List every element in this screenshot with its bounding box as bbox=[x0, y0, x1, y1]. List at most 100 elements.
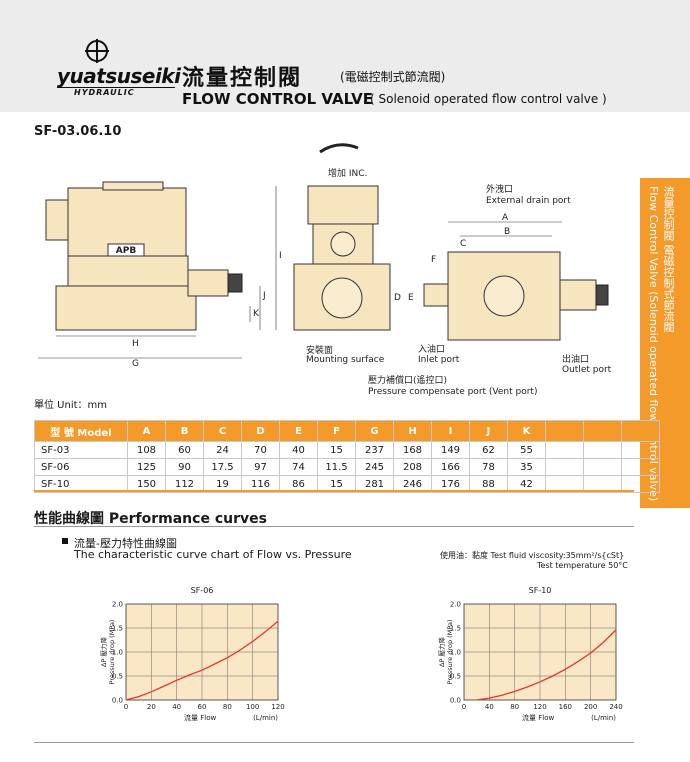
table-cell: 15 bbox=[317, 475, 356, 493]
x-tick-label: 80 bbox=[510, 703, 519, 711]
external-drain-en: External drain port bbox=[486, 196, 571, 206]
x-axis-unit: (L/min) bbox=[591, 714, 616, 722]
performance-rule bbox=[34, 526, 634, 527]
table-bottom-rule bbox=[34, 490, 634, 492]
table-cell: 86 bbox=[279, 475, 318, 493]
y-tick-label: 1.5 bbox=[450, 625, 461, 633]
x-tick-label: 240 bbox=[609, 703, 622, 711]
table-cell bbox=[621, 441, 660, 459]
table-header-cell bbox=[621, 420, 660, 442]
inlet-port-cn: 入油口 bbox=[418, 343, 445, 355]
performance-subtitle-en: The characteristic curve chart of Flow v… bbox=[74, 548, 352, 561]
table-cell: 60 bbox=[165, 441, 204, 459]
table-cell: 245 bbox=[355, 458, 394, 476]
table-cell: 108 bbox=[127, 441, 166, 459]
table-cell bbox=[621, 475, 660, 493]
y-axis-label-en: Pressure drop (MPa) bbox=[446, 620, 454, 685]
x-tick-label: 80 bbox=[223, 703, 232, 711]
table-cell: 74 bbox=[279, 458, 318, 476]
table-cell: 208 bbox=[393, 458, 432, 476]
x-tick-label: 40 bbox=[172, 703, 181, 711]
outlet-port-en: Outlet port bbox=[562, 365, 612, 375]
logo-wordmark: yuatsuseiki bbox=[57, 64, 181, 88]
outlet-port-cn: 出油口 bbox=[562, 353, 589, 365]
model-code: SF-03.06.10 bbox=[34, 124, 122, 139]
side-view-drawing: APB H G I J K bbox=[38, 181, 282, 369]
x-tick-label: 100 bbox=[246, 703, 259, 711]
dim-e-label: E bbox=[408, 293, 414, 303]
table-cell: 70 bbox=[241, 441, 280, 459]
table-cell: 125 bbox=[127, 458, 166, 476]
viscosity-note: 使用油：黏度 Test fluid viscosity:35mm²/s{cSt} bbox=[440, 551, 625, 560]
x-axis-unit: (L/min) bbox=[253, 714, 278, 722]
table-cell: 281 bbox=[355, 475, 394, 493]
y-tick-label: 2.0 bbox=[450, 601, 461, 609]
top-view-drawing: 外洩口 External drain port A B C F E 入油口 In… bbox=[368, 183, 612, 397]
table-header-cell: C bbox=[203, 420, 242, 442]
bullet-icon bbox=[62, 538, 68, 544]
table-cell: 40 bbox=[279, 441, 318, 459]
mounting-surface-en: Mounting surface bbox=[306, 355, 385, 365]
y-tick-label: 0.5 bbox=[112, 673, 123, 681]
table-header-cell: G bbox=[355, 420, 394, 442]
x-tick-label: 120 bbox=[533, 703, 546, 711]
table-cell: 15 bbox=[317, 441, 356, 459]
dim-k-label: K bbox=[253, 309, 260, 319]
table-cell: 168 bbox=[393, 441, 432, 459]
table-cell-model: SF-10 bbox=[34, 475, 128, 493]
y-tick-label: 0.0 bbox=[112, 697, 123, 705]
table-header-cell: F bbox=[317, 420, 356, 442]
header-band bbox=[0, 0, 690, 112]
table-header-cell: K bbox=[507, 420, 546, 442]
inc-label: 增加 INC. bbox=[328, 167, 367, 179]
x-axis-label: 流量 Flow bbox=[522, 713, 554, 722]
x-tick-label: 60 bbox=[198, 703, 207, 711]
logo-divider bbox=[57, 87, 175, 88]
y-tick-label: 2.0 bbox=[112, 601, 123, 609]
table-header-cell: J bbox=[469, 420, 508, 442]
dim-b-label: B bbox=[504, 227, 510, 237]
temperature-note: Test temperature 50°C bbox=[537, 561, 628, 570]
x-tick-label: 0 bbox=[462, 703, 466, 711]
table-cell: 90 bbox=[165, 458, 204, 476]
y-axis-label-cn: ΔP 壓力降 bbox=[437, 637, 446, 667]
dim-j-label: J bbox=[262, 291, 266, 301]
table-cell bbox=[621, 458, 660, 476]
table-cell-model: SF-06 bbox=[34, 458, 128, 476]
front-view-drawing: 增加 INC. 安裝面 Mounting surface D bbox=[293, 143, 401, 365]
chart-title: SF-10 bbox=[529, 586, 552, 595]
page-title-en: FLOW CONTROL VALVE bbox=[182, 90, 373, 108]
table-cell bbox=[583, 441, 622, 459]
table-cell bbox=[583, 458, 622, 476]
dim-g-label: G bbox=[132, 359, 139, 369]
logo-symbol-icon bbox=[85, 39, 109, 63]
x-tick-label: 120 bbox=[271, 703, 284, 711]
table-cell: 24 bbox=[203, 441, 242, 459]
table-cell: 35 bbox=[507, 458, 546, 476]
y-tick-label: 1.0 bbox=[112, 649, 123, 657]
x-tick-label: 200 bbox=[584, 703, 597, 711]
y-tick-label: 1.5 bbox=[112, 625, 123, 633]
table-header-cell bbox=[583, 420, 622, 442]
dim-h-label: H bbox=[132, 339, 139, 349]
performance-title: 性能曲線圖 Performance curves bbox=[34, 511, 267, 527]
chart-series-line bbox=[125, 620, 279, 701]
page-title-cn: 流量控制閥 bbox=[182, 66, 303, 91]
table-cell-model: SF-03 bbox=[34, 441, 128, 459]
inlet-port-en: Inlet port bbox=[418, 355, 460, 365]
performance-subtitle-cn: 流量-壓力特性曲線圖 bbox=[74, 537, 177, 550]
external-drain-cn: 外洩口 bbox=[486, 183, 513, 195]
table-header-cell: E bbox=[279, 420, 318, 442]
table-cell: 116 bbox=[241, 475, 280, 493]
table-cell: 78 bbox=[469, 458, 508, 476]
dim-i-label: I bbox=[279, 251, 282, 261]
x-tick-label: 20 bbox=[147, 703, 156, 711]
table-cell: 237 bbox=[355, 441, 394, 459]
compensate-port-en: Pressure compensate port (Vent port) bbox=[368, 387, 537, 397]
table-cell: 11.5 bbox=[317, 458, 356, 476]
